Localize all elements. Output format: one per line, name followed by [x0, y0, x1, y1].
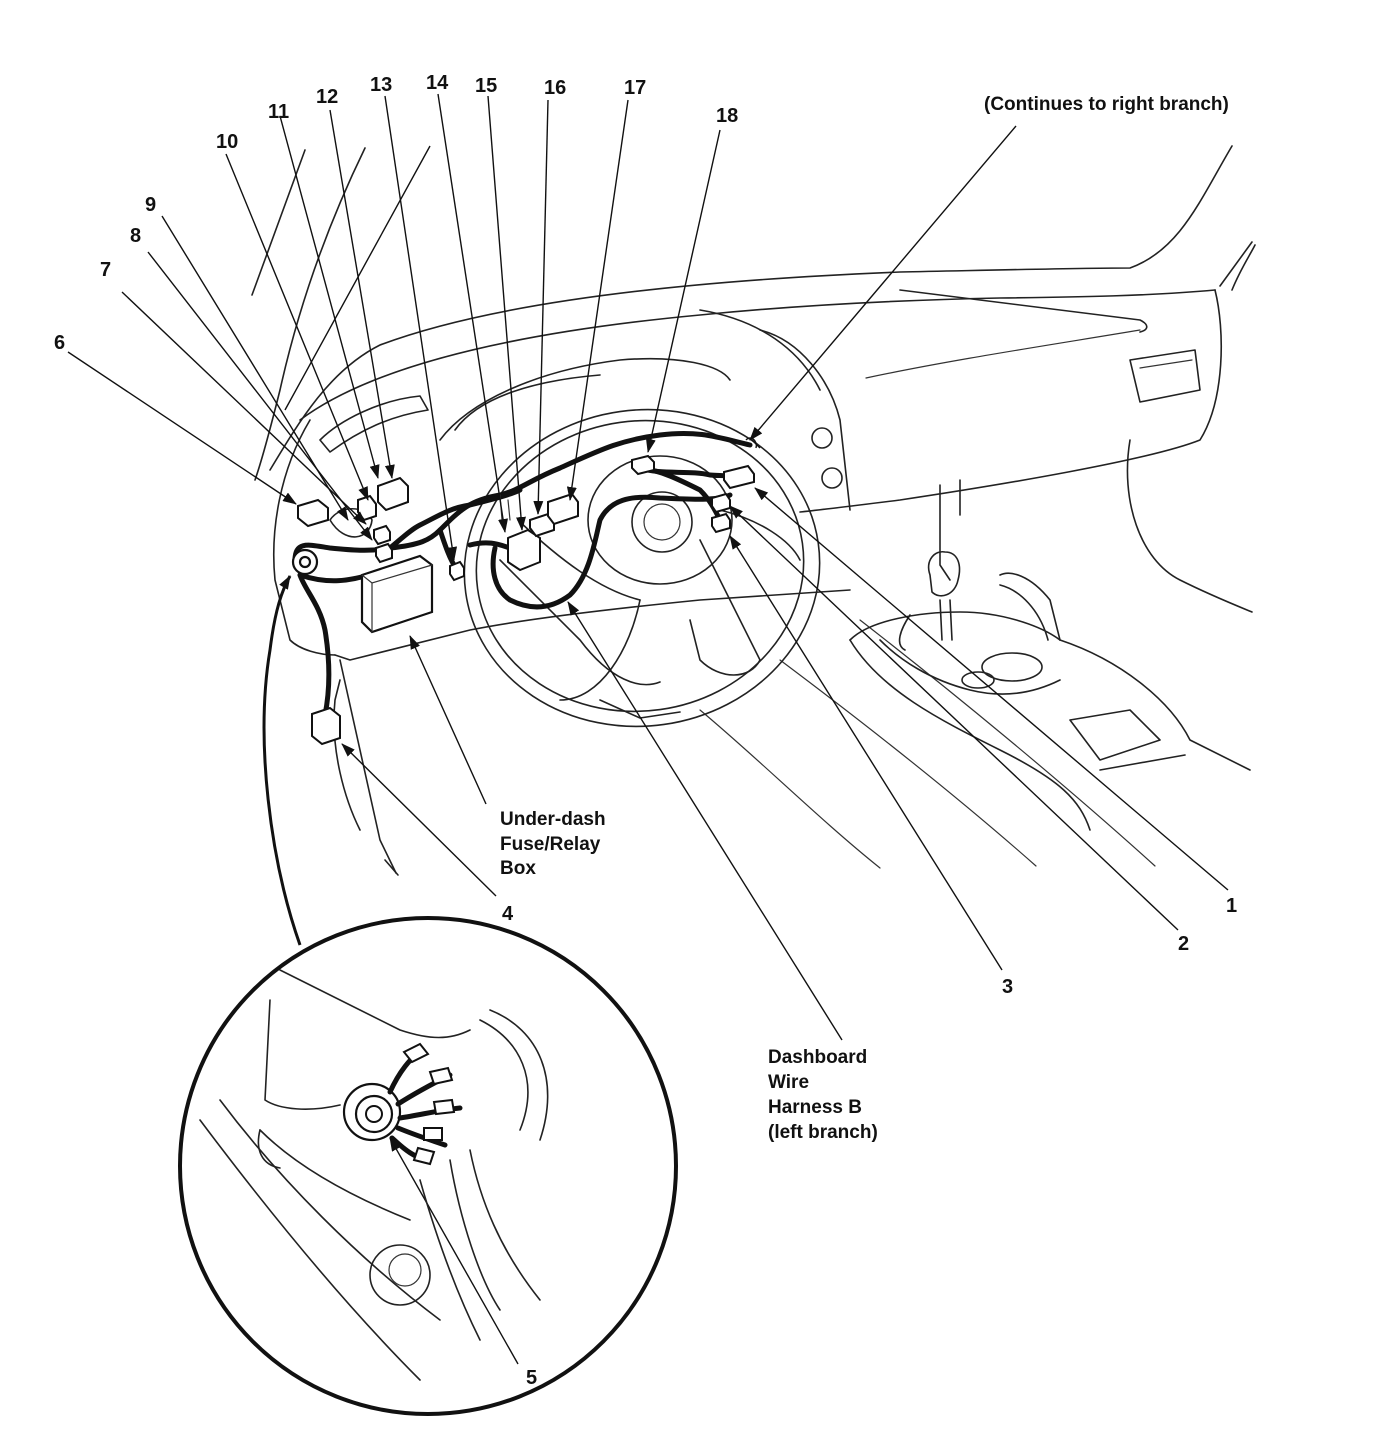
- callout-13: 13: [370, 74, 392, 96]
- callout-2: 2: [1178, 933, 1189, 955]
- leader-lines: [67, 93, 1229, 1365]
- callout-16: 16: [544, 77, 566, 99]
- callout-6: 6: [54, 332, 65, 354]
- right-branch-label: (Continues to right branch): [984, 94, 1229, 115]
- fuse-box-label-line3: Box: [500, 858, 536, 879]
- callout-3: 3: [1002, 976, 1013, 998]
- callout-7: 7: [100, 259, 111, 281]
- connectors: [297, 454, 755, 746]
- harness-label-line1: Dashboard: [768, 1047, 867, 1068]
- callout-15: 15: [475, 75, 497, 97]
- callout-5: 5: [526, 1367, 537, 1389]
- harness-label-line3: Harness B: [768, 1097, 862, 1118]
- callout-18: 18: [716, 105, 738, 127]
- fuse-box-label-line1: Under-dash: [500, 809, 606, 830]
- callout-14: 14: [426, 72, 449, 94]
- fuse-box-label-line2: Fuse/Relay: [500, 834, 601, 855]
- callout-11: 11: [268, 101, 289, 123]
- center-console: [849, 550, 1251, 831]
- steering-wheel: [463, 408, 821, 728]
- callout-4: 4: [502, 903, 514, 925]
- callout-17: 17: [624, 77, 646, 99]
- dashboard-outline: [251, 145, 1256, 876]
- fuse-relay-box: [360, 554, 434, 634]
- detail-inset: [178, 916, 678, 1416]
- callout-9: 9: [145, 194, 156, 216]
- callout-8: 8: [130, 225, 141, 247]
- callout-12: 12: [316, 86, 338, 108]
- callout-labels: 1 2 3 4 5 6 7 8 9 10 11 12 13 14 15 16 1…: [54, 72, 1237, 1389]
- callout-10: 10: [216, 131, 238, 153]
- callout-1: 1: [1226, 895, 1237, 917]
- description-labels: (Continues to right branch) Under-dash F…: [500, 94, 1229, 1143]
- harness-label-line2: Wire: [768, 1072, 809, 1093]
- harness-label-line4: (left branch): [768, 1122, 878, 1143]
